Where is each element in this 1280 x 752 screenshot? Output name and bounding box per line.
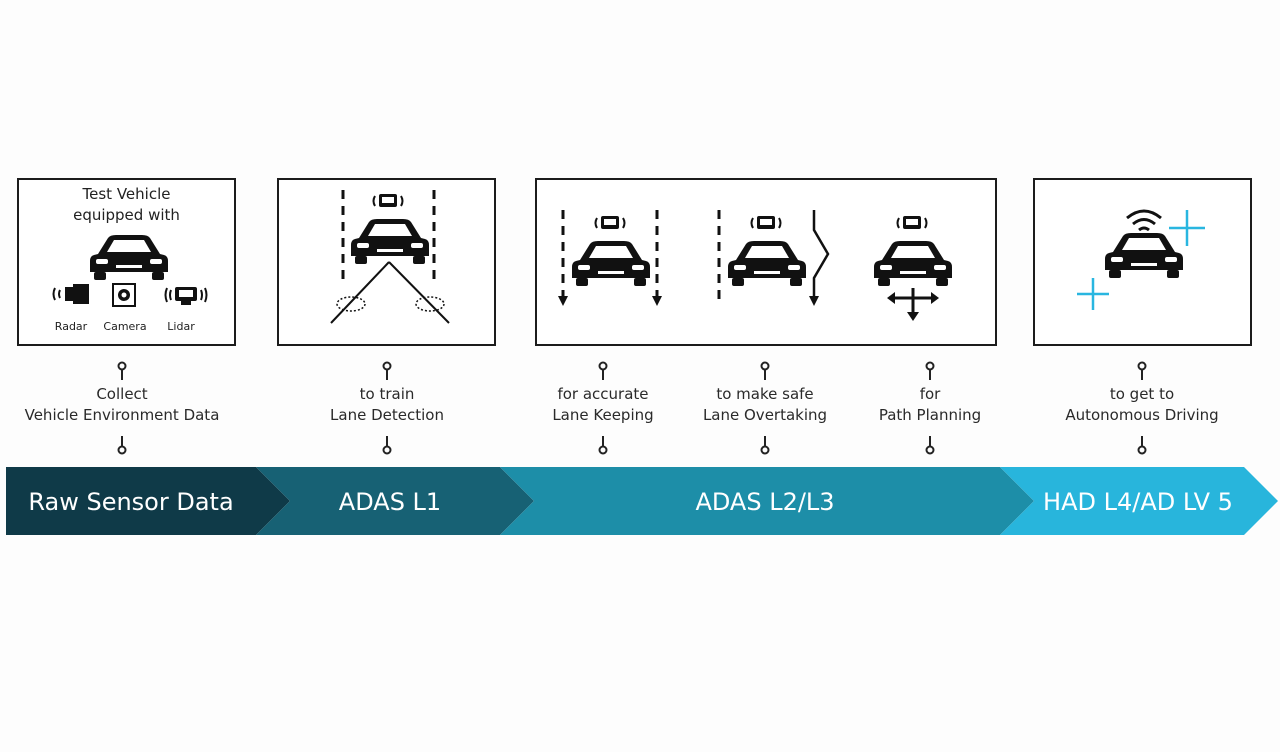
stage-chevron-4 [1000,467,1278,535]
caption-line1: to get to [1109,385,1175,403]
stage-label-adas-l2-l3: ADAS L2/L3 [695,488,835,516]
connector-pin-top [117,361,127,380]
car-icon [90,235,168,280]
connector-pin-bottom [117,436,127,455]
caption-line2: Lane Detection [330,406,444,424]
stage-label-raw-sensor-data: Raw Sensor Data [28,488,234,516]
car-icon [572,241,650,286]
panel-test-vehicle: Test Vehicle equipped with [17,178,236,346]
camera-sensor-icon [896,216,928,229]
caption-line1: for [919,385,941,403]
lidar-icon [164,287,208,305]
caption-line1: to make safe [716,385,814,403]
connector-pin-bottom [760,436,770,455]
stage-label-had-l4-ad-lv5: HAD L4/AD LV 5 [1043,488,1233,516]
caption-collect-data: Collect Vehicle Environment Data [7,384,237,426]
stage-chevron-1 [6,467,290,535]
car-icon [351,219,429,264]
caption-line2: Lane Keeping [552,406,654,424]
caption-lane-overtaking: to make safe Lane Overtaking [650,384,880,426]
test-vehicle-drawing [52,235,208,307]
caption-line1: to train [359,385,415,403]
autonomous-drawing [1077,209,1205,310]
stage-chevron-2 [256,467,534,535]
caption-lane-detection: to train Lane Detection [272,384,502,426]
sensor-label-camera: Camera [103,320,147,333]
sensor-label-radar: Radar [54,320,88,333]
panel-lane-detection [277,178,496,346]
camera-sensor-icon [372,194,404,207]
panel-adas-l2-l3 [535,178,997,346]
path-planning-scene [874,216,952,321]
adas-l2-l3-drawing [558,210,952,321]
plus-icon [1169,210,1205,246]
panel-title-line2: equipped with [73,206,180,224]
detection-ray-right [388,261,450,324]
camera-icon [112,283,136,307]
caption-path-planning: for Path Planning [815,384,1045,426]
stage-chevron-3 [500,467,1034,535]
caption-line2: Autonomous Driving [1065,406,1219,424]
detection-zone-right [415,296,445,312]
connector-pin-top [760,361,770,380]
lane-overtaking-scene [717,210,830,306]
connector-pin-bottom [598,436,608,455]
connector-pin-top [1137,361,1147,380]
connector-pin-bottom [1137,436,1147,455]
direction-arrows-icon [887,288,939,321]
plus-icon [1077,278,1109,310]
caption-line2: Lane Overtaking [702,406,828,424]
stage-label-adas-l1: ADAS L1 [338,488,442,516]
lane-keeping-scene [558,210,662,306]
sensor-label-lidar: Lidar [167,320,195,333]
detection-ray-left [330,261,390,324]
stage-progress-band [6,467,1278,535]
caption-line2: Vehicle Environment Data [24,406,220,424]
connector-pin-bottom [925,436,935,455]
panel-title-line1: Test Vehicle [82,185,171,203]
connector-pin-top [598,361,608,380]
caption-lane-keeping: for accurate Lane Keeping [488,384,718,426]
panel-title: Test Vehicle equipped with [19,184,234,226]
caption-line1: Collect [96,385,148,403]
car-icon [1105,233,1183,278]
connector-pin-top [382,361,392,380]
radar-icon [52,284,89,304]
camera-sensor-icon [594,216,626,229]
caption-line1: for accurate [557,385,649,403]
caption-line2: Path Planning [878,406,982,424]
camera-sensor-icon [750,216,782,229]
detection-zone-left [336,296,366,312]
connector-pin-bottom [382,436,392,455]
wifi-icon [1126,209,1162,232]
lane-detection-drawing [330,190,450,324]
caption-autonomous-driving: to get to Autonomous Driving [1027,384,1257,426]
panel-autonomous [1033,178,1252,346]
car-icon [728,241,806,286]
car-icon [874,241,952,286]
connector-pin-top [925,361,935,380]
